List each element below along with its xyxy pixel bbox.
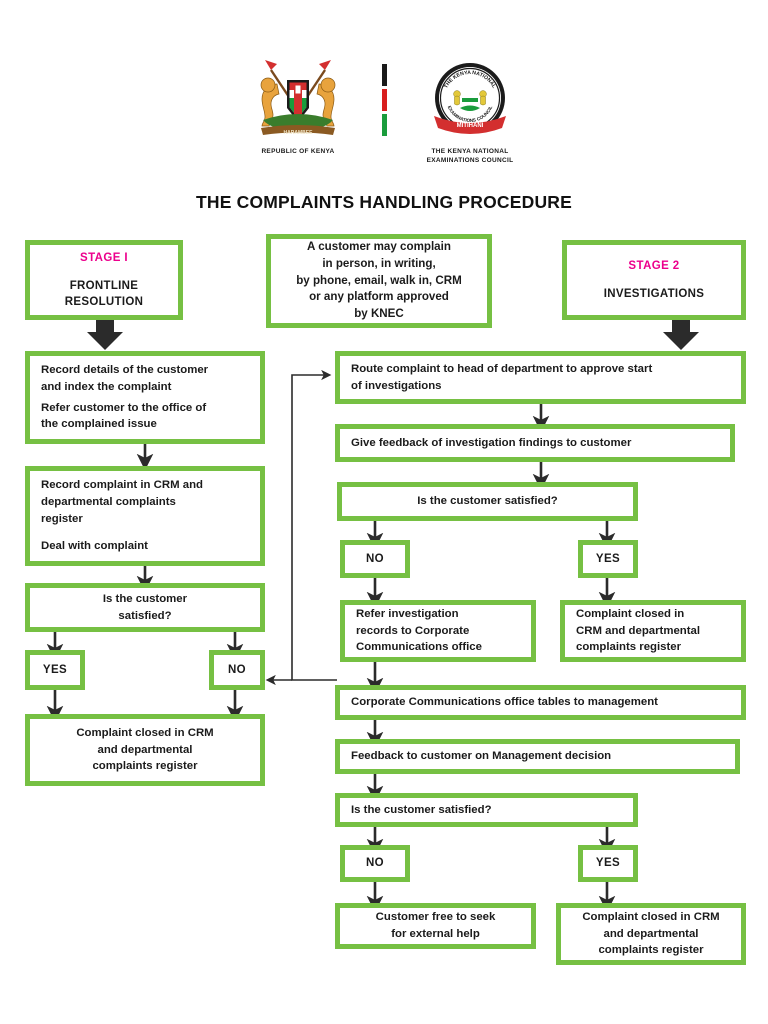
right-external-line1: Customer free to seek: [375, 911, 496, 924]
right-closed-2-line3: complaints register: [598, 944, 704, 957]
right-closed-1-line1: Complaint closed in: [576, 608, 685, 621]
right-customer-external-help-box: Customer free to seek for external help: [335, 903, 536, 949]
kenya-flag-divider-icon: [373, 58, 395, 144]
left-box1-p1-line1: Record details of the customer: [41, 364, 209, 376]
left-box1-p2-line1: Refer customer to the office of: [41, 401, 207, 414]
knec-caption: THE KENYA NATIONAL EXAMINATIONS COUNCIL: [427, 148, 514, 166]
left-record-details-box: Record details of the customer and index…: [25, 351, 265, 444]
complaint-channels-callout-box: A customer may complain in person, in wr…: [266, 234, 492, 328]
republic-of-kenya-caption: REPUBLIC OF KENYA: [261, 148, 335, 155]
right-closed-2-line1: Complaint closed in CRM: [582, 911, 720, 924]
stage-1-name: FRONTLINE RESOLUTION: [64, 280, 144, 309]
right-refer-line1: Refer investigation: [356, 608, 459, 621]
right-corporate-comms-tables-box: Corporate Communications office tables t…: [335, 685, 746, 720]
right-decision-2-text: Is the customer satisfied?: [351, 803, 492, 816]
left-decision-line1: Is the customer: [102, 592, 188, 605]
left-closed-line1: Complaint closed in CRM: [76, 727, 214, 740]
right-decision-1-box: Is the customer satisfied?: [337, 482, 638, 521]
right-decision-2-yes-label: YES: [595, 857, 621, 870]
header-logos: HARAMBEE REPUBLIC OF KENYA THE KENYA NAT…: [0, 58, 768, 178]
left-closed-line3: complaints register: [92, 760, 198, 773]
right-closed-2-line2: and departmental: [603, 927, 699, 940]
stage-2-header-box: STAGE 2 INVESTIGATIONS: [562, 240, 746, 320]
right-complaint-closed-1-box: Complaint closed in CRM and departmental…: [560, 600, 746, 662]
left-complaint-closed-box: Complaint closed in CRM and departmental…: [25, 714, 265, 786]
left-decision-satisfied-box: Is the customer satisfied?: [25, 583, 265, 632]
left-record-complaint-crm-box: Record complaint in CRM and departmental…: [25, 466, 265, 566]
right-decision-1-text: Is the customer satisfied?: [417, 495, 558, 508]
left-box2-p1-line1: Record complaint in CRM and: [41, 479, 204, 492]
callout-line-3: by phone, email, walk in, CRM: [296, 273, 462, 287]
left-box1-p2-line2: the complained issue: [41, 418, 157, 431]
left-box2-p1-line2: departmental complaints: [41, 495, 176, 508]
stage-2-name: INVESTIGATIONS: [603, 288, 705, 301]
right-decision-1-no-box: NO: [340, 540, 410, 578]
right-route-complaint-box: Route complaint to head of department to…: [335, 351, 746, 404]
right-closed-1-line3: complaints register: [576, 641, 682, 654]
knec-logo-block: THE KENYA NATIONAL EXAMINATIONS COUNCIL: [395, 58, 545, 166]
knec-caption-line-2: EXAMINATIONS COUNCIL: [426, 156, 514, 164]
right-decision-1-yes-label: YES: [595, 552, 621, 565]
callout-line-4: or any platform approved: [309, 290, 449, 304]
right-refer-investigation-box: Refer investigation records to Corporate…: [340, 600, 536, 662]
left-no-label: NO: [227, 663, 247, 676]
svg-text:HARAMBEE: HARAMBEE: [284, 130, 314, 136]
right-management-feedback-box: Feedback to customer on Management decis…: [335, 739, 740, 774]
knec-seal-icon: THE KENYA NATIONAL EXAMINATIONS COUNCIL: [434, 63, 506, 134]
left-yes-label: YES: [42, 663, 68, 676]
left-closed-line2: and departmental: [97, 743, 193, 756]
stage-1-header-box: STAGE I FRONTLINE RESOLUTION: [25, 240, 183, 320]
right-decision-1-yes-box: YES: [578, 540, 638, 578]
right-decision-2-box: Is the customer satisfied?: [335, 793, 638, 827]
right-feedback-text: Give feedback of investigation findings …: [351, 436, 632, 449]
left-box2-p2-line1: Deal with complaint: [41, 540, 148, 553]
right-external-line2: for external help: [391, 928, 480, 940]
right-refer-line2: records to Corporate: [356, 624, 470, 637]
right-decision-2-yes-box: YES: [578, 845, 638, 882]
left-box2-p1-line3: register: [41, 512, 83, 525]
right-decision-1-no-label: NO: [365, 552, 385, 565]
kenya-coat-of-arms-icon: HARAMBEE: [260, 60, 336, 136]
right-decision-2-no-box: NO: [340, 845, 410, 882]
callout-line-5: by KNEC: [354, 307, 404, 321]
left-no-box: NO: [209, 650, 265, 690]
page-title: THE COMPLAINTS HANDLING PROCEDURE: [195, 192, 573, 212]
svg-text:MITIHANI: MITIHANI: [457, 123, 484, 129]
left-box1-p1-line2: and index the complaint: [41, 380, 172, 393]
right-closed-1-line2: CRM and departmental: [576, 624, 701, 637]
stage-1-label: STAGE I: [80, 251, 128, 264]
left-yes-box: YES: [25, 650, 85, 690]
right-route-line1: Route complaint to head of department to…: [351, 362, 653, 375]
callout-line-2: in person, in writing,: [322, 256, 436, 270]
right-tables-text: Corporate Communications office tables t…: [351, 696, 658, 709]
right-decision-2-no-label: NO: [365, 857, 385, 870]
republic-of-kenya-logo-block: HARAMBEE REPUBLIC OF KENYA: [223, 58, 373, 157]
right-complaint-closed-2-box: Complaint closed in CRM and departmental…: [556, 903, 746, 965]
right-mgmt-feedback-text: Feedback to customer on Management decis…: [351, 750, 612, 763]
callout-line-1: A customer may complain: [307, 240, 451, 254]
right-give-feedback-box: Give feedback of investigation findings …: [335, 424, 735, 462]
right-refer-line3: Communications office: [356, 641, 482, 654]
right-route-line2: of investigations: [351, 379, 442, 392]
knec-caption-line-1: THE KENYA NATIONAL: [431, 148, 509, 155]
left-decision-line2: satisfied?: [118, 609, 172, 622]
stage-2-label: STAGE 2: [628, 259, 680, 272]
